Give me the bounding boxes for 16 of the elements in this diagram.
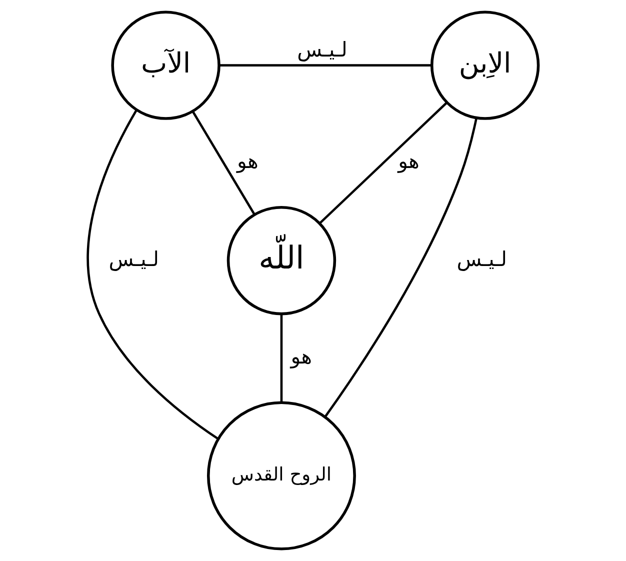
connector [324, 118, 478, 418]
edge-label: هو [398, 149, 420, 174]
edge-label: لـيـس [297, 38, 348, 62]
node-circle: الآب [111, 10, 220, 120]
edge-label: هو [290, 344, 312, 368]
connector [318, 102, 448, 224]
connector [280, 314, 283, 402]
connector [86, 110, 219, 440]
connector [192, 110, 256, 216]
node-circle: الروح القدس [206, 401, 356, 550]
edge-label: لـيـس [108, 246, 159, 271]
node-circle: اللّه [226, 206, 336, 316]
edge-label: هو [237, 149, 258, 174]
edge-label: لـيـس [456, 246, 507, 271]
node-circle: الاِبن [430, 10, 540, 120]
connector [219, 64, 432, 66]
